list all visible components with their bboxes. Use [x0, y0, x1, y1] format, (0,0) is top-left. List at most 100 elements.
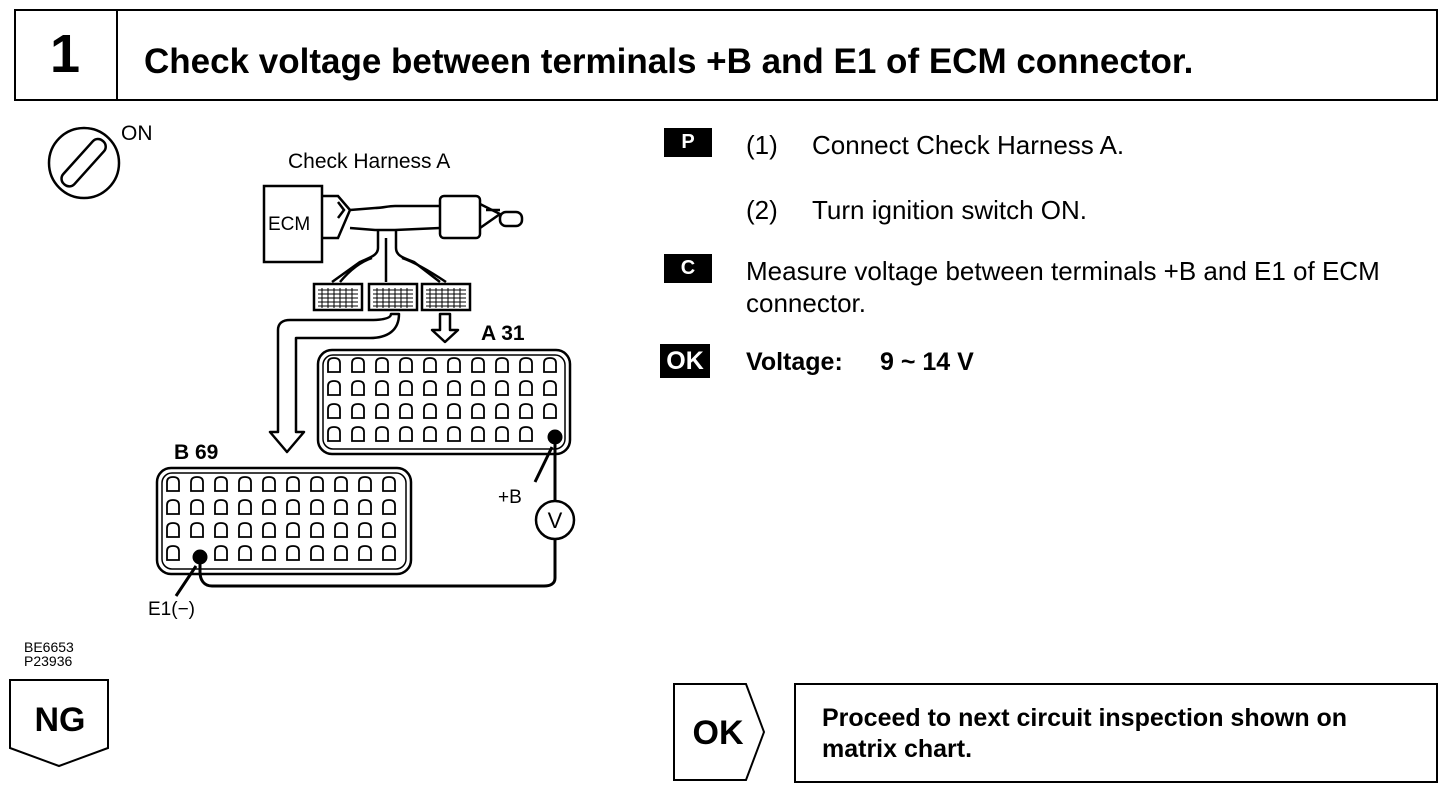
connector-pin — [358, 499, 372, 515]
connector-a31 — [316, 348, 572, 456]
connector-pin — [351, 357, 365, 373]
connector-pin — [399, 380, 413, 396]
connector-pin — [286, 522, 300, 538]
connector-a-label: A 31 — [481, 322, 525, 345]
ecm-box — [262, 184, 324, 264]
connector-pin — [262, 499, 276, 515]
connector-pin — [471, 357, 485, 373]
connector-pin — [286, 545, 300, 561]
connector-pin — [166, 545, 180, 561]
connector-pin — [334, 476, 348, 492]
connector-pin — [543, 403, 557, 419]
connector-pin — [310, 476, 324, 492]
connector-pin — [447, 426, 461, 442]
connector-pin — [286, 476, 300, 492]
step1-text: Connect Check Harness A. — [812, 130, 1125, 160]
connector-pin — [471, 403, 485, 419]
connector-pin — [351, 426, 365, 442]
connector-pin — [351, 380, 365, 396]
step-number: 1 — [49, 24, 81, 84]
connector-pin — [495, 380, 509, 396]
step2-text: Turn ignition switch ON. — [812, 195, 1088, 225]
connector-pin — [238, 522, 252, 538]
connector-pin — [286, 499, 300, 515]
connector-pin — [519, 380, 533, 396]
connector-pin — [399, 426, 413, 442]
connector-pin — [214, 499, 228, 515]
connector-pin — [327, 426, 341, 442]
ok-result-text: Proceed to next circuit inspection shown… — [822, 704, 1348, 763]
connector-pin — [375, 403, 389, 419]
connector-pin — [423, 403, 437, 419]
step-number-box — [14, 9, 118, 101]
measure-text: Measure voltage between terminals +B and… — [746, 256, 1380, 318]
connector-pin — [262, 476, 276, 492]
connector-pin — [238, 476, 252, 492]
test-leads — [174, 429, 563, 597]
connector-pin — [519, 403, 533, 419]
step-header — [14, 9, 1438, 101]
harness-label: Check Harness A — [288, 150, 450, 173]
connector-pin — [238, 499, 252, 515]
connector-pin — [399, 403, 413, 419]
arrow-down-icon — [430, 312, 460, 344]
wiring-diagram: ON Check Harness A ECM — [47, 122, 576, 620]
connector-b69 — [155, 466, 413, 576]
ok-result-shape — [673, 683, 766, 781]
connector-pin — [166, 522, 180, 538]
connector-pin — [190, 522, 204, 538]
connector-pin — [423, 380, 437, 396]
connector-pin — [543, 357, 557, 373]
connector-pin — [447, 403, 461, 419]
connector-pin — [334, 499, 348, 515]
connector-pin — [519, 426, 533, 442]
connector-pin — [375, 380, 389, 396]
voltmeter-icon: V — [534, 499, 576, 541]
connector-pin — [310, 545, 324, 561]
connector-pin — [334, 545, 348, 561]
connector-pin — [382, 545, 396, 561]
connector-pin — [190, 499, 204, 515]
connector-pin — [447, 380, 461, 396]
step-title: Check voltage between terminals +B and E… — [144, 42, 1194, 81]
ok-result-label: OK — [692, 714, 744, 752]
figure-code-2: P23936 — [24, 653, 73, 669]
step1-number: (1) — [746, 130, 778, 160]
check-badge: C — [664, 254, 712, 283]
connector-pin — [543, 380, 557, 396]
connector-pin — [495, 403, 509, 419]
ecm-label: ECM — [268, 214, 310, 235]
connector-b-label: B 69 — [174, 441, 218, 464]
connector-pin — [399, 357, 413, 373]
voltage-label: Voltage: — [746, 348, 843, 376]
connector-pin — [327, 403, 341, 419]
ng-result-shape — [9, 679, 109, 768]
connector-pin — [495, 357, 509, 373]
connector-pin — [382, 522, 396, 538]
plus-b-label: +B — [498, 487, 522, 508]
connector-pin — [382, 499, 396, 515]
connector-pin — [495, 426, 509, 442]
connector-pin — [214, 476, 228, 492]
ng-result-label: NG — [34, 701, 86, 739]
connector-pin — [358, 522, 372, 538]
connector-pin — [262, 545, 276, 561]
connector-pin — [382, 476, 396, 492]
connector-pin — [334, 522, 348, 538]
arrow-down-icon — [268, 312, 401, 454]
ignition-key-icon — [47, 126, 121, 200]
connector-pin — [358, 545, 372, 561]
connector-pin — [166, 476, 180, 492]
figure-code-1: BE6653 — [24, 639, 74, 655]
connector-pin — [375, 357, 389, 373]
connector-pin — [310, 522, 324, 538]
procedure-badge: P — [664, 128, 712, 157]
connector-pin — [358, 476, 372, 492]
step2-number: (2) — [746, 195, 778, 225]
connector-pin — [351, 403, 365, 419]
ok-result-box — [794, 683, 1438, 783]
connector-pin — [471, 380, 485, 396]
e1-label: E1(−) — [148, 599, 195, 620]
connector-pin — [190, 476, 204, 492]
connector-pin — [214, 545, 228, 561]
